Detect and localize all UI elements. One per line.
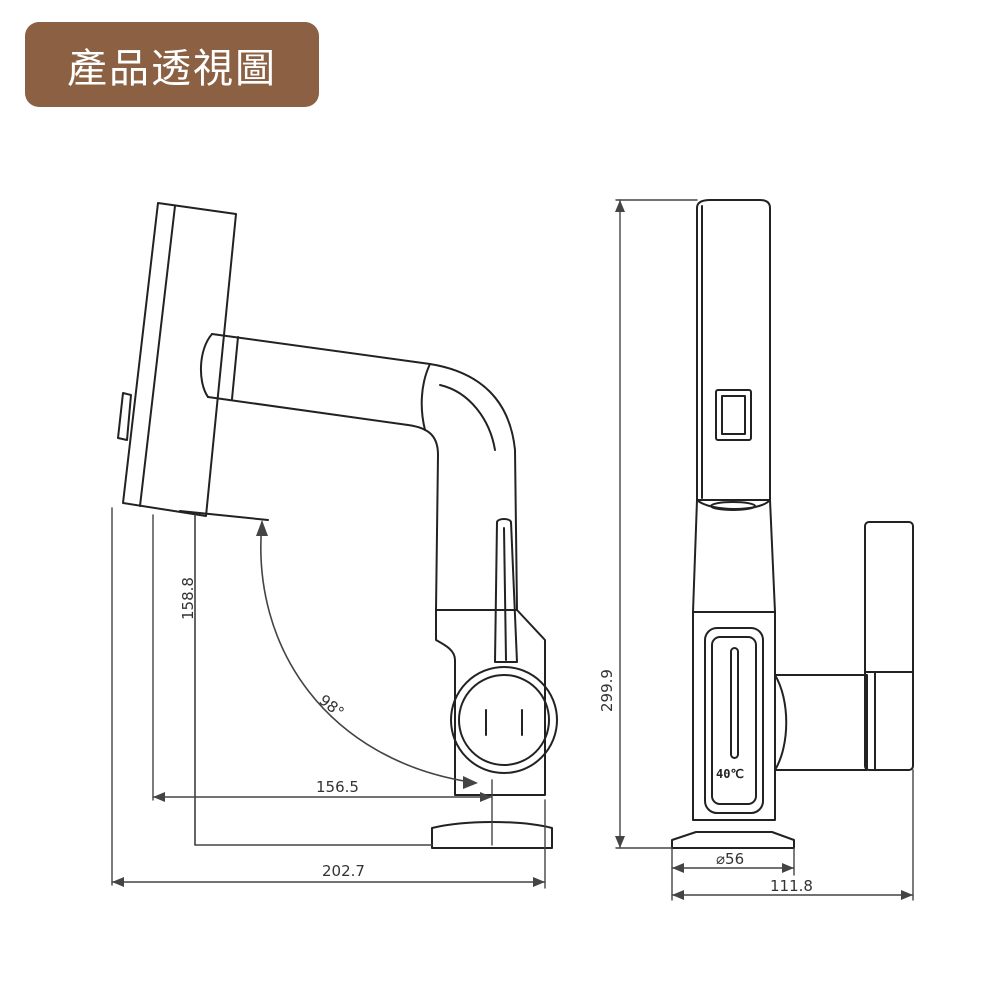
side-knob-outer [450, 666, 558, 774]
front-handle-lever [864, 521, 914, 771]
side-view: 158.8 156.5 202.7 98° [111, 202, 558, 889]
side-base [431, 821, 553, 849]
title-badge: 產品透視圖 [25, 22, 319, 107]
side-spout-collar-left [231, 336, 239, 400]
front-nozzle-ring [710, 501, 756, 511]
side-spray-head-inner-line [139, 205, 176, 507]
front-dim-1118-arrow-left [672, 890, 684, 900]
front-spray-head [696, 199, 771, 501]
front-spray-button-inner [721, 395, 746, 435]
front-spray-button [715, 389, 752, 441]
front-dim-1118-arrow-right [901, 890, 913, 900]
side-spout-elbow-inner [439, 384, 496, 451]
side-spout-elbow-line [420, 363, 431, 431]
front-dim-width-label: 111.8 [770, 877, 813, 895]
front-dim-diameter-label: ⌀56 [716, 850, 744, 868]
front-view: 40℃ 299.9 ⌀56 111.8 [598, 199, 914, 901]
front-dim-56-arrow-right [782, 863, 794, 873]
front-body [692, 499, 776, 821]
front-display-inner [711, 636, 757, 805]
side-dim-2027-arrow-left [112, 877, 124, 887]
front-base [671, 831, 795, 849]
front-handle-connector [774, 674, 868, 771]
side-angle-arrow-top [256, 520, 268, 536]
front-dim-height-label: 299.9 [598, 669, 616, 712]
side-angle-arrow-bottom [463, 776, 478, 789]
front-display-slot [730, 647, 739, 759]
side-lever [494, 518, 518, 663]
side-dim-reach-label: 156.5 [316, 778, 359, 796]
side-lever-inner-line [503, 527, 507, 661]
side-dim-height-label: 158.8 [179, 577, 197, 620]
side-spout-joint [199, 333, 213, 398]
side-knob-inner [458, 674, 550, 766]
front-dim-56-arrow-left [672, 863, 684, 873]
front-dim-2999-arrow-top [615, 200, 625, 212]
side-dim-1565-arrow-right [480, 792, 492, 802]
side-spray-head [122, 202, 237, 517]
title-text: 產品透視圖 [67, 45, 277, 92]
front-display-temp: 40℃ [716, 767, 744, 781]
side-spray-button [117, 392, 132, 441]
side-dim-1565-arrow-left [153, 792, 165, 802]
side-head-bottom-edge [179, 510, 269, 521]
side-spout-arm [207, 333, 518, 611]
front-display-outer [704, 627, 764, 814]
side-dim-depth-label: 202.7 [322, 862, 365, 880]
front-dim-2999-arrow-bottom [615, 836, 625, 848]
side-dim-2027-arrow-right [533, 877, 545, 887]
side-body [435, 609, 546, 796]
side-angle-label: 98° [316, 691, 348, 722]
side-angle-arc [260, 521, 471, 783]
